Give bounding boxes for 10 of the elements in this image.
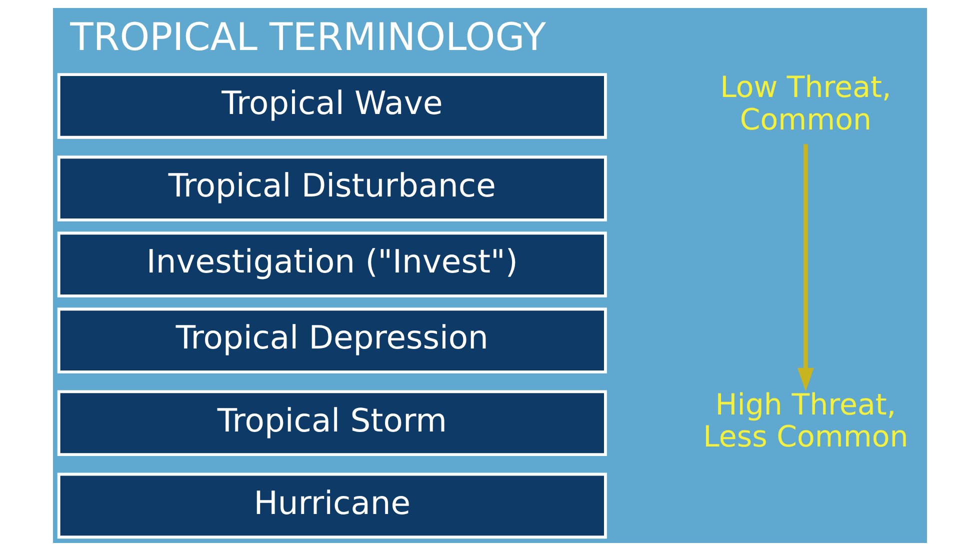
node-box: Hurricane (57, 472, 607, 539)
node-box: Tropical Storm (57, 390, 607, 456)
diagram-title: TROPICAL TERMINOLOGY (70, 15, 546, 60)
node-box: Investigation ("Invest") (57, 232, 607, 298)
arrow (797, 144, 814, 392)
node-text: High Threat, Less Common (703, 387, 908, 454)
node-text: Low Threat, Common (720, 70, 892, 136)
node-box: Tropical Wave (57, 73, 607, 139)
node-box: Tropical Depression (57, 308, 607, 374)
node-box: Tropical Disturbance (57, 156, 607, 222)
